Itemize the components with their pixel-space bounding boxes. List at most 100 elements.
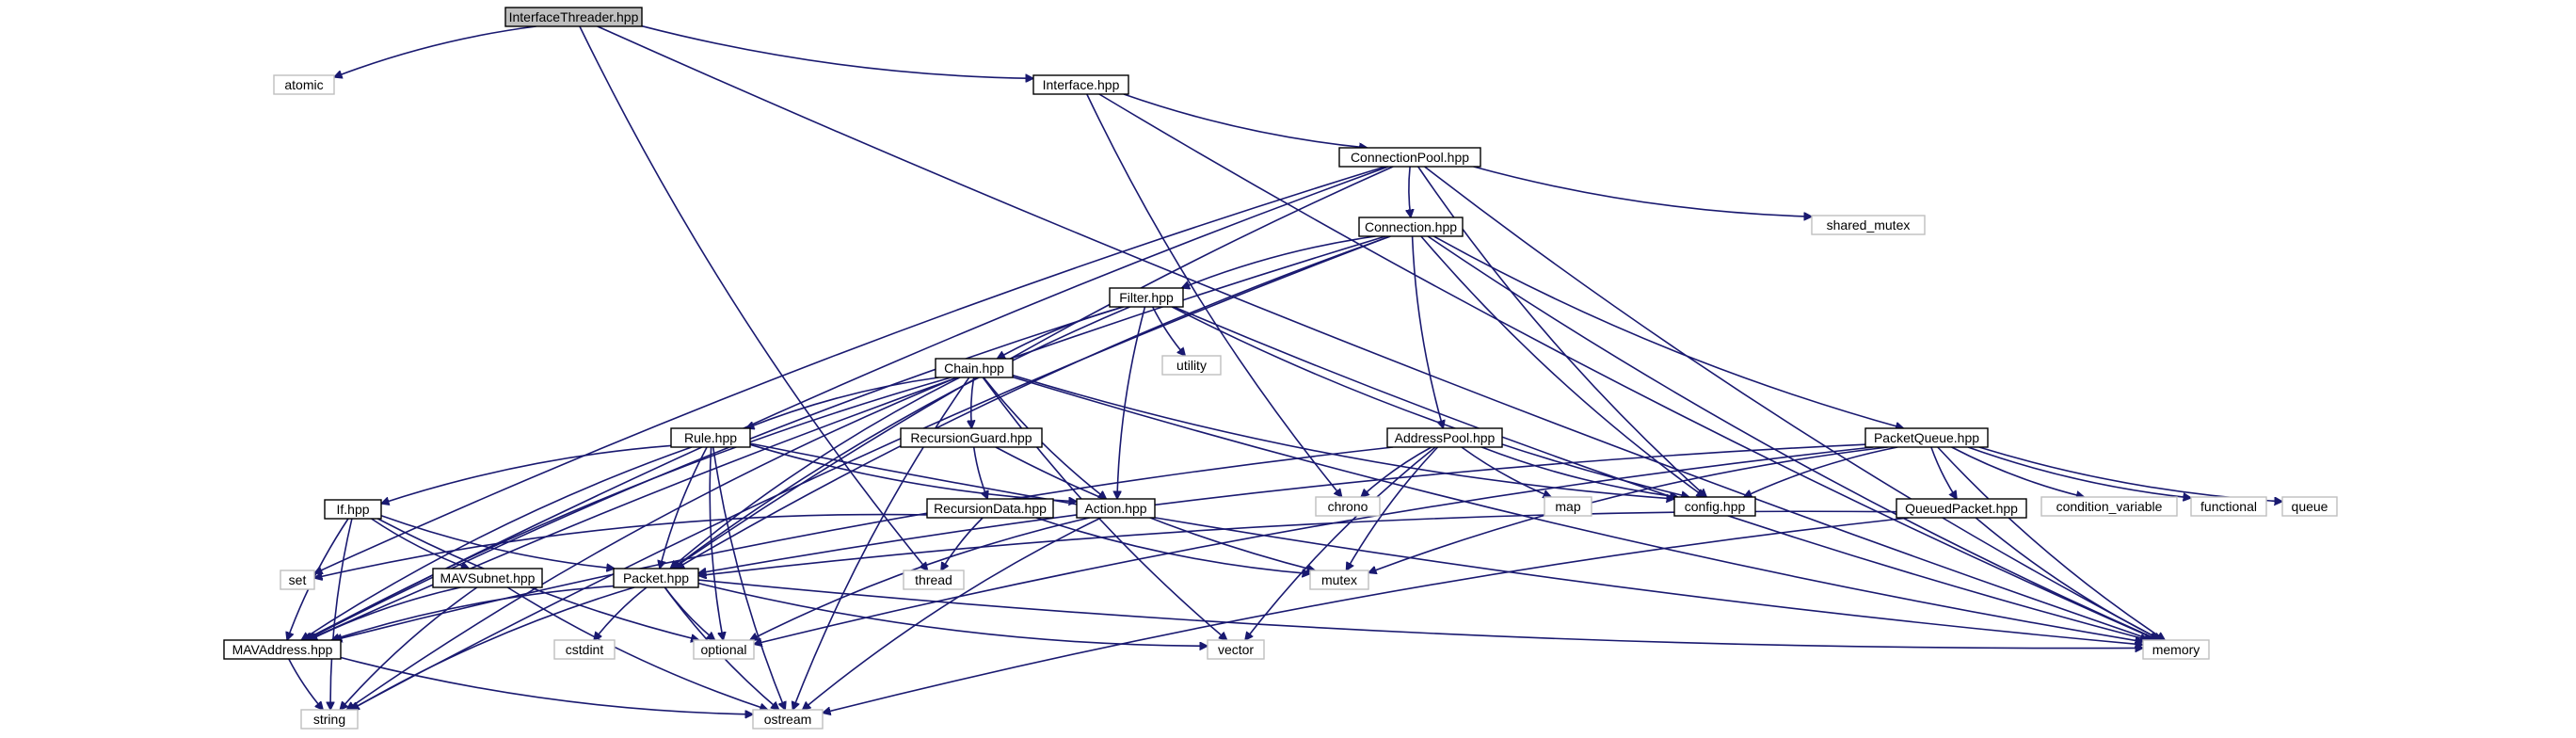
node-config[interactable]: config.hpp xyxy=(1673,496,1756,517)
edge-chain-to-ostream xyxy=(792,377,970,710)
edge-packetqueue-to-packet xyxy=(698,443,1866,573)
node-box-functional xyxy=(2190,496,2267,517)
edge-chain-to-rule xyxy=(746,377,939,428)
node-recursiondata[interactable]: RecursionData.hpp xyxy=(926,498,1054,519)
edge-connection-to-memory xyxy=(1427,235,2159,640)
edge-connection-to-addresspool xyxy=(1411,235,1444,428)
node-queuedpacket[interactable]: QueuedPacket.hpp xyxy=(1896,498,2027,519)
node-box-packetqueue xyxy=(1864,427,1989,448)
node-box-set xyxy=(280,570,315,590)
edge-queuedpacket-to-ostream xyxy=(823,517,1910,713)
node-chain[interactable]: Chain.hpp xyxy=(935,358,1014,378)
node-mavaddress[interactable]: MAVAddress.hpp xyxy=(223,639,342,660)
node-label-set: set xyxy=(289,572,307,587)
node-label-memory: memory xyxy=(2152,642,2200,657)
edge-addresspool-to-mavaddress xyxy=(334,446,1394,640)
node-box-queuedpacket xyxy=(1896,498,2027,519)
node-if[interactable]: If.hpp xyxy=(324,499,382,520)
edge-chain-to-packet xyxy=(670,377,961,569)
node-label-functional: functional xyxy=(2200,499,2257,514)
node-label-recursionguard: RecursionGuard.hpp xyxy=(910,430,1032,445)
node-label-filter: Filter.hpp xyxy=(1119,290,1174,305)
edge-addresspool-to-config xyxy=(1481,446,1677,497)
node-map: map xyxy=(1544,496,1592,517)
node-interface[interactable]: Interface.hpp xyxy=(1032,74,1129,95)
node-box-connectionpool xyxy=(1338,147,1481,168)
node-box-action xyxy=(1076,498,1156,519)
node-packetqueue[interactable]: PacketQueue.hpp xyxy=(1864,427,1989,448)
node-box-connection xyxy=(1358,217,1464,237)
node-label-mutex: mutex xyxy=(1321,572,1357,587)
edge-rule-to-if xyxy=(381,444,672,504)
edge-if-to-mavsubnet xyxy=(371,518,470,569)
node-interfacethreader[interactable]: InterfaceThreader.hpp xyxy=(504,7,643,27)
node-box-recursionguard xyxy=(900,427,1043,448)
node-box-ostream xyxy=(752,709,824,730)
edge-packetqueue-to-mutex xyxy=(1368,446,1888,573)
edge-chain-to-mavaddress xyxy=(306,377,952,641)
edge-interfacethreader-to-atomic xyxy=(334,25,536,77)
node-label-queuedpacket: QueuedPacket.hpp xyxy=(1905,501,2018,516)
node-functional: functional xyxy=(2190,496,2267,517)
edge-rule-to-optional xyxy=(709,446,723,640)
node-box-mavaddress xyxy=(223,639,342,660)
edge-mavaddress-to-string xyxy=(288,658,323,710)
node-mutex: mutex xyxy=(1309,570,1369,590)
edge-recursiondata-to-thread xyxy=(941,517,984,570)
node-connection[interactable]: Connection.hpp xyxy=(1358,217,1464,237)
edge-mavaddress-to-ostream xyxy=(340,656,753,714)
node-box-vector xyxy=(1207,639,1265,660)
node-action[interactable]: Action.hpp xyxy=(1076,498,1156,519)
edge-chain-to-memory xyxy=(1012,376,2143,642)
node-rule[interactable]: Rule.hpp xyxy=(670,427,751,448)
node-packet[interactable]: Packet.hpp xyxy=(613,568,699,588)
edge-filter-to-utility xyxy=(1151,306,1186,356)
edge-if-to-string xyxy=(330,518,353,710)
node-recursionguard[interactable]: RecursionGuard.hpp xyxy=(900,427,1043,448)
edge-recursionguard-to-recursiondata xyxy=(972,446,988,499)
edge-addresspool-to-chrono xyxy=(1361,446,1432,497)
node-box-utility xyxy=(1161,355,1222,376)
edge-packet-to-cstdint xyxy=(594,586,648,640)
edge-interfacethreader-to-memory xyxy=(597,25,2152,640)
node-label-string: string xyxy=(313,712,345,727)
edge-if-to-packet xyxy=(380,515,615,569)
node-label-mavsubnet: MAVSubnet.hpp xyxy=(440,570,536,586)
edge-chain-to-recursionguard xyxy=(971,377,974,428)
edge-mavsubnet-to-string xyxy=(340,586,478,710)
edge-connectionpool-to-shared_mutex xyxy=(1473,166,1812,217)
node-box-interface xyxy=(1032,74,1129,95)
node-box-interfacethreader xyxy=(504,7,643,27)
node-memory: memory xyxy=(2142,639,2210,660)
edge-interfacethreader-to-interface xyxy=(641,24,1033,79)
edge-connectionpool-to-connection xyxy=(1409,166,1411,217)
node-label-rule: Rule.hpp xyxy=(684,430,737,445)
node-label-addresspool: AddressPool.hpp xyxy=(1395,430,1496,445)
node-addresspool[interactable]: AddressPool.hpp xyxy=(1386,427,1503,448)
node-box-map xyxy=(1544,496,1592,517)
node-box-recursiondata xyxy=(926,498,1054,519)
edge-if-to-optional xyxy=(377,518,698,640)
node-mavsubnet[interactable]: MAVSubnet.hpp xyxy=(432,568,543,588)
node-label-interface: Interface.hpp xyxy=(1043,77,1120,92)
node-label-packet: Packet.hpp xyxy=(623,570,689,586)
node-cstdint: cstdint xyxy=(553,639,616,660)
node-label-utility: utility xyxy=(1176,358,1207,373)
edge-action-to-ostream xyxy=(803,517,1102,710)
node-box-thread xyxy=(903,570,965,590)
edge-queuedpacket-to-memory xyxy=(1975,517,2162,641)
edge-filter-to-memory xyxy=(1173,306,2148,640)
edge-chain-to-string xyxy=(346,377,957,710)
node-connectionpool[interactable]: ConnectionPool.hpp xyxy=(1338,147,1481,168)
node-optional: optional xyxy=(693,639,755,660)
edge-packet-to-vector xyxy=(697,582,1208,647)
node-label-mavaddress: MAVAddress.hpp xyxy=(232,642,333,657)
edge-recursiondata-to-mutex xyxy=(1035,517,1310,574)
edge-connection-to-config xyxy=(1420,235,1704,497)
node-box-optional xyxy=(693,639,755,660)
node-filter[interactable]: Filter.hpp xyxy=(1109,287,1184,308)
node-condition_variable: condition_variable xyxy=(2040,496,2178,517)
node-label-config: config.hpp xyxy=(1685,499,1746,514)
node-label-queue: queue xyxy=(2292,499,2328,514)
edge-packetqueue-to-config xyxy=(1744,446,1898,497)
